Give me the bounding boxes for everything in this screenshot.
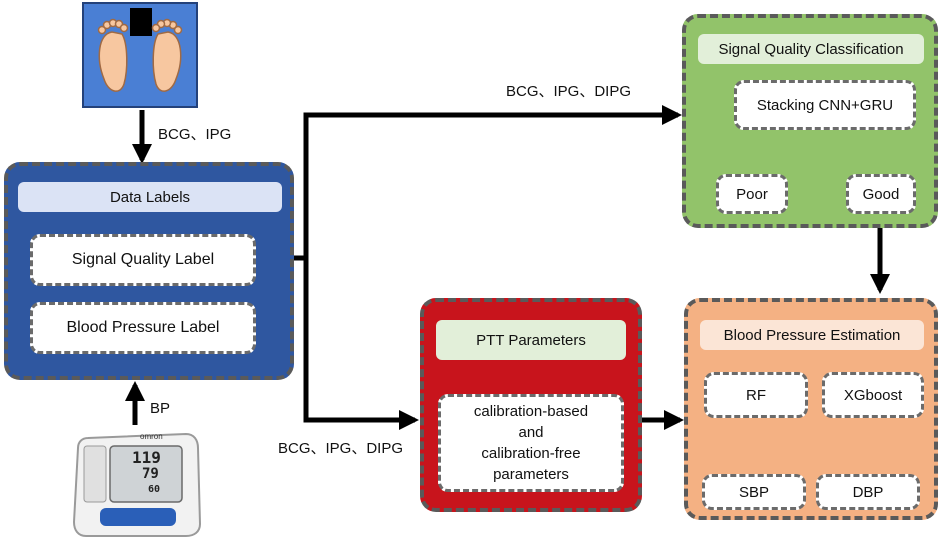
ptt-line-2: and <box>518 424 544 441</box>
bp-sys: 119 <box>132 448 161 467</box>
classification-title: Signal Quality Classification <box>698 34 924 64</box>
label-scale-to-labels: BCG、IPG <box>158 126 232 143</box>
data-labels-title: Data Labels <box>18 182 282 212</box>
arrow-to-classification <box>255 105 682 261</box>
bp-brand: omron <box>140 432 163 441</box>
sbp-box: SBP <box>702 474 806 510</box>
poor-box: Poor <box>716 174 788 214</box>
rf-box: RF <box>704 372 808 418</box>
ptt-params-box: calibration-based and calibration-free p… <box>438 394 624 492</box>
estimation-panel: Blood Pressure Estimation RF XGboost SBP… <box>684 298 938 520</box>
data-labels-panel: Data Labels Signal Quality Label Blood P… <box>4 162 294 380</box>
xgboost-box: XGboost <box>822 372 924 418</box>
label-to-classification: BCG、IPG、DIPG <box>506 83 632 100</box>
bp-dia: 79 <box>142 466 159 482</box>
arrow-to-ptt <box>303 258 419 430</box>
estimation-title: Blood Pressure Estimation <box>700 320 924 350</box>
classification-panel: Signal Quality Classification Stacking C… <box>682 14 938 228</box>
ptt-line-3: calibration-free <box>481 445 581 462</box>
ptt-panel: PTT Parameters calibration-based and cal… <box>420 298 642 512</box>
feet-icon <box>97 8 183 92</box>
cnn-gru-box: Stacking CNN+GRU <box>734 80 916 130</box>
bp-monitor-icon <box>72 432 202 537</box>
ptt-title: PTT Parameters <box>436 320 626 360</box>
dbp-box: DBP <box>816 474 920 510</box>
bp-pulse: 60 <box>148 484 161 495</box>
label-to-ptt: BCG、IPG、DIPG <box>278 440 404 457</box>
label-cuff-to-labels: BP <box>150 400 171 417</box>
good-box: Good <box>846 174 916 214</box>
blood-pressure-label-box: Blood Pressure Label <box>30 302 256 354</box>
scale-device <box>82 2 198 108</box>
ptt-line-4: parameters <box>493 466 569 483</box>
signal-quality-label-box: Signal Quality Label <box>30 234 256 286</box>
ptt-line-1: calibration-based <box>473 403 589 420</box>
bp-monitor-device: omron 119 79 60 <box>70 428 204 538</box>
